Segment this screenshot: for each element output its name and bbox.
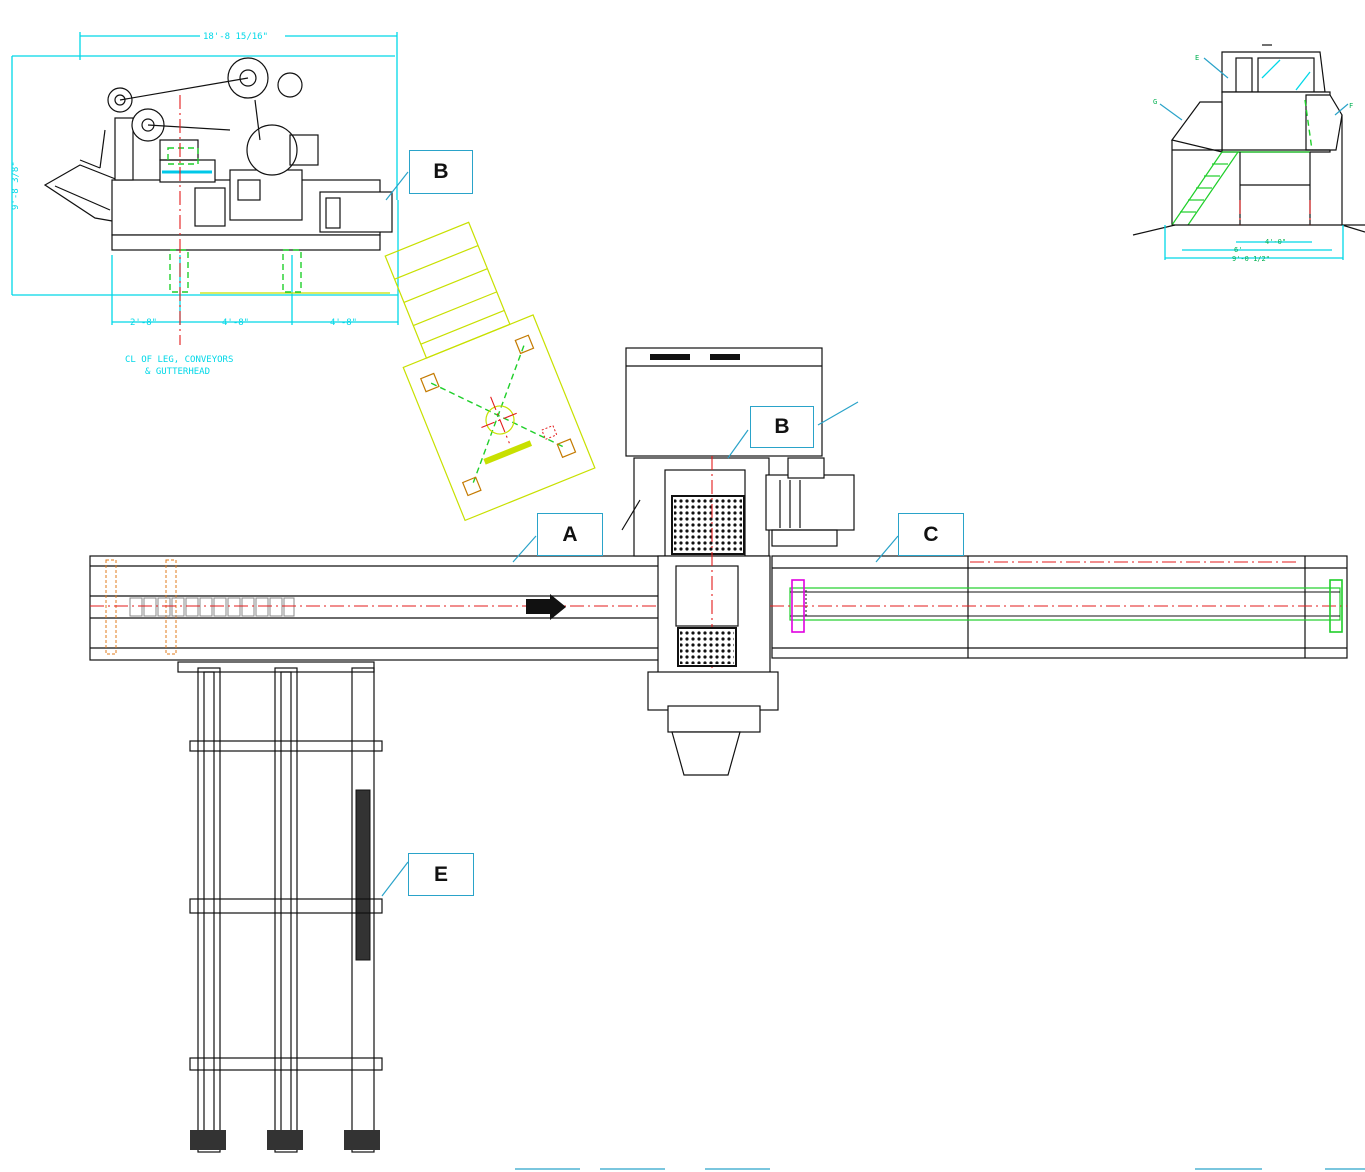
cab-label-g: G [1153,98,1157,106]
cutterhead-top [671,495,745,555]
rotated-platform-plan [384,221,596,522]
transfer-leg-3 [351,667,375,1153]
cab-stairs [1171,151,1239,226]
cab-label-f: F [1349,102,1353,110]
transfer-feet [190,1130,380,1150]
transfer-crossbars [189,740,383,1071]
cab-dim-outer: 9'-0 1/2" [1232,255,1270,263]
side-note-line-1: CL OF LEG, CONVEYORS [125,355,233,365]
side-width-dimension: 18'-8 15/16" [203,32,268,42]
side-height-dimension: 9'-8 3/8" [11,161,21,210]
infeed-rollers [129,597,295,617]
outfeed-conveyor-c [770,555,1348,659]
transfer-conveyor-e [177,661,383,1153]
side-leg-dim-3: 4'-8" [330,318,357,328]
side-elevation-view: 18'-8 15/16" 9'-8 3/8" 2'-8" 4'-8" 4'-8" [11,32,399,345]
operator-cab-view [1132,44,1365,260]
callout-e-transfer: E [408,853,474,896]
infeed-conveyor-a [89,555,671,661]
callout-c-outfeed: C [898,513,964,556]
callout-b-planer: B [750,406,814,448]
callout-b-side-view: B [409,150,473,194]
flow-direction-arrow [526,594,566,620]
motor [765,457,855,547]
cab-label-e: E [1195,54,1199,62]
side-legs [169,249,302,293]
planer-plan-view [621,347,855,776]
side-leg-dim-1: 2'-8" [130,318,157,328]
side-note-line-2: & GUTTERHEAD [145,367,210,377]
cab-dim-mid: 6' [1234,246,1242,254]
callout-leaders [381,171,899,897]
planer-side-body [43,57,393,251]
callout-a-infeed: A [537,513,603,556]
outfeed-chain [790,590,1340,618]
cutterhead-bottom [677,627,737,667]
cab-dim-inner: 4'-0" [1265,238,1286,246]
side-leg-dim-2: 4'-8" [222,318,249,328]
side-dimension-lines [11,32,399,325]
